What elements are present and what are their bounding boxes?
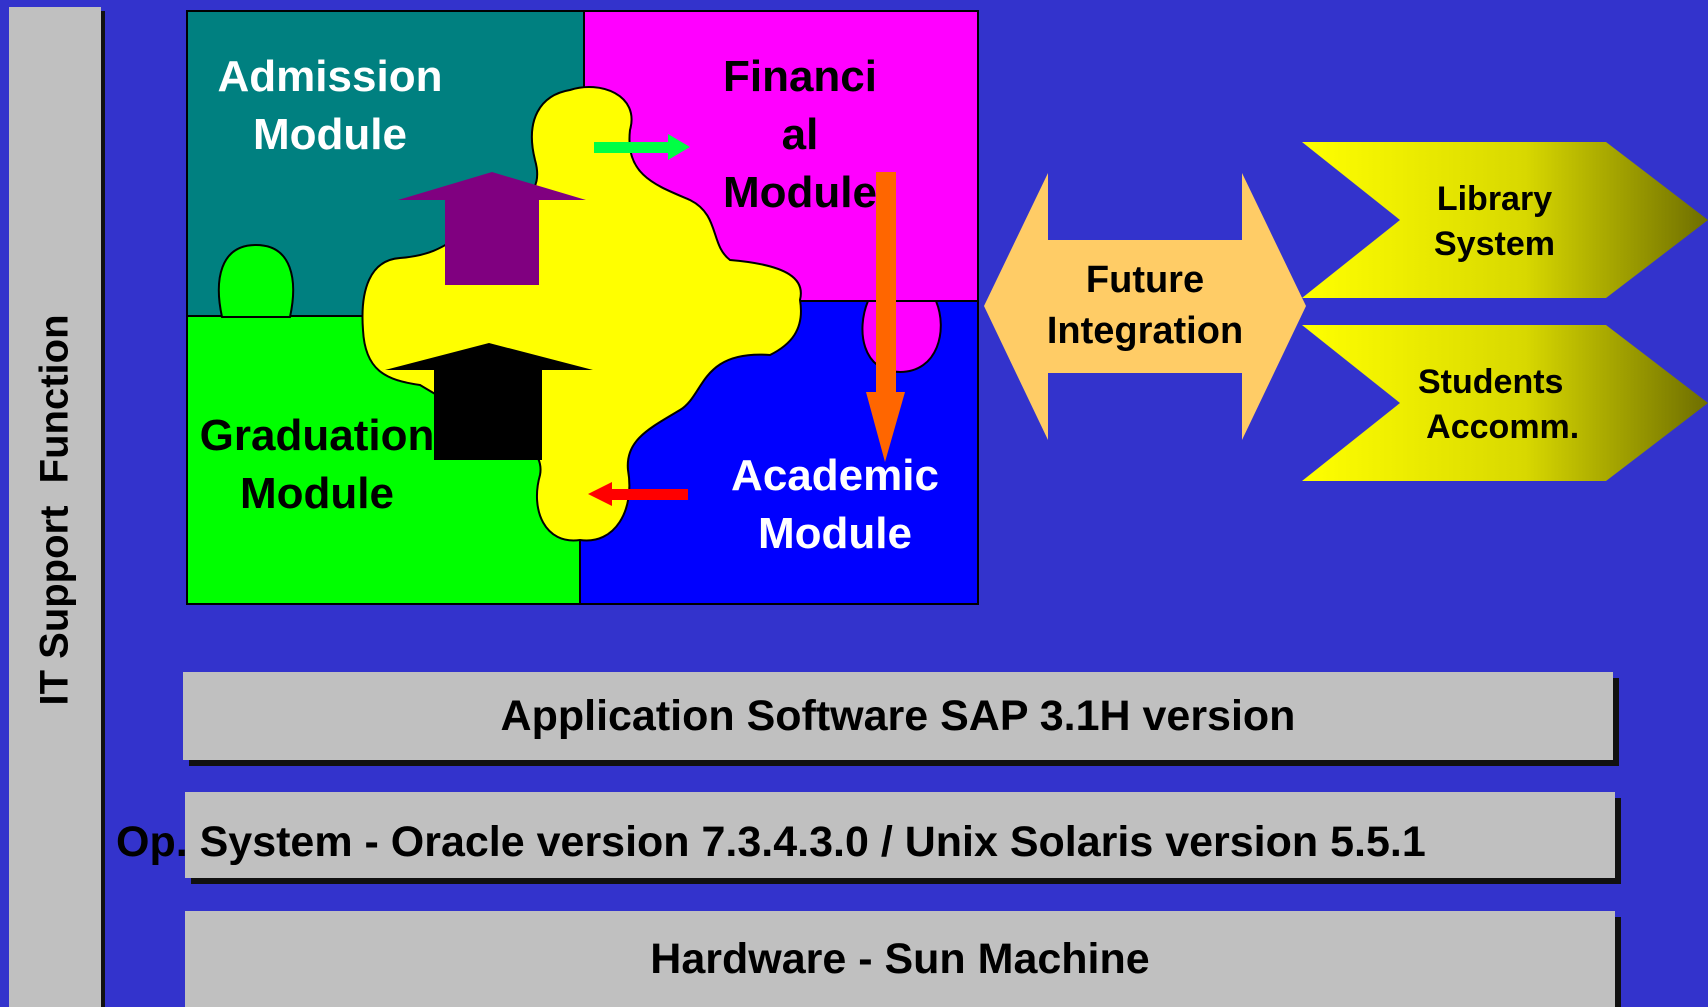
library-line-1: Library — [1436, 180, 1553, 218]
students-accomm-label: Students Accomm. — [1418, 360, 1579, 450]
hardware-layer: Hardware - Sun Machine — [185, 911, 1615, 1007]
academic-line-2: Module — [758, 509, 912, 558]
library-system-label: Library System — [1434, 177, 1555, 267]
graduation-line-1: Graduation — [199, 411, 435, 460]
admission-line-2: Module — [253, 110, 407, 159]
future-line-1: Future — [1085, 259, 1205, 301]
academic-module-label: Academic Module — [710, 447, 960, 563]
application-software-label: Application Software SAP 3.1H version — [500, 691, 1296, 740]
students-line-1: Students — [1418, 363, 1564, 401]
center-piece — [361, 85, 802, 542]
admission-module-label: Admission Module — [200, 48, 460, 164]
financial-line-2: al — [781, 110, 819, 159]
graduation-module-label: Graduation Module — [182, 407, 452, 523]
financial-module-label: Financi al Module — [700, 48, 900, 222]
application-software-layer: Application Software SAP 3.1H version — [183, 672, 1613, 760]
green-right-arrow — [594, 134, 690, 160]
future-integration-label: Future Integration — [1010, 255, 1280, 357]
library-line-2: System — [1434, 225, 1555, 263]
library-system-chevron — [1302, 142, 1708, 298]
academic-line-1: Academic — [731, 451, 939, 500]
hardware-label: Hardware - Sun Machine — [650, 934, 1150, 983]
graduation-knob — [217, 243, 295, 318]
admission-line-1: Admission — [217, 52, 443, 101]
students-accomm-chevron — [1302, 325, 1708, 481]
future-integration-arrow — [984, 173, 1306, 440]
os-layer — [185, 792, 1615, 878]
black-up-arrow — [385, 343, 593, 460]
future-line-2: Integration — [1046, 310, 1244, 352]
red-left-arrow — [588, 482, 688, 506]
students-line-2: Accomm. — [1418, 408, 1580, 446]
financial-line-1: Financi — [722, 52, 878, 101]
purple-up-arrow — [398, 172, 586, 285]
orange-down-arrow — [866, 172, 905, 462]
os-layer-label: Op. System - Oracle version 7.3.4.3.0 / … — [116, 818, 1426, 866]
it-support-bar — [9, 7, 101, 1007]
financial-knob — [861, 300, 942, 374]
financial-line-3: Module — [723, 168, 877, 217]
graduation-line-2: Module — [240, 469, 394, 518]
